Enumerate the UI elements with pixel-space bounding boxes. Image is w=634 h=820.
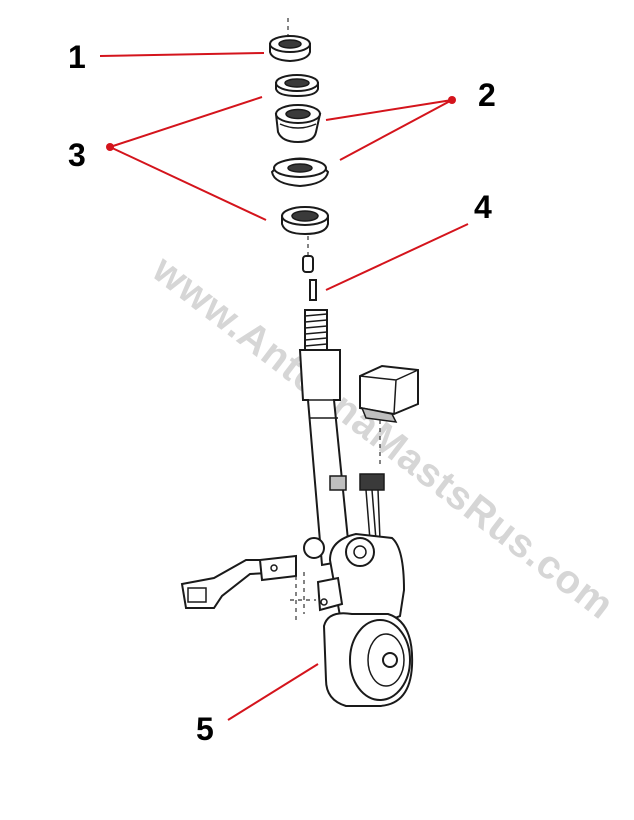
leader-3a <box>109 96 263 148</box>
leader-lines <box>99 52 469 721</box>
callout-4: 4 <box>474 189 492 225</box>
callout-3: 3 <box>68 137 86 173</box>
motor-gear-drum <box>322 612 414 707</box>
relay-box <box>359 364 419 423</box>
part-4-mast-tip <box>302 255 317 301</box>
leader-1 <box>99 52 265 57</box>
mast-threaded-section <box>304 309 328 353</box>
wire-plug <box>359 473 385 541</box>
callout-1: 1 <box>68 39 86 75</box>
part-2-conical-seat <box>270 157 330 188</box>
bracket-dash-lines <box>290 572 316 624</box>
leader-3b <box>109 146 267 221</box>
mounting-bracket <box>180 554 297 609</box>
callout-5: 5 <box>196 711 214 747</box>
leader-4 <box>325 223 469 291</box>
callout-2: 2 <box>478 77 496 113</box>
leader-2a <box>325 99 453 121</box>
part-1-nut <box>269 35 311 63</box>
motor-body <box>303 532 406 622</box>
leader-5 <box>227 663 319 721</box>
part-3-washer-upper <box>275 74 319 98</box>
part-3-washer-lower <box>281 206 329 236</box>
part-2-bushing <box>274 104 322 144</box>
leader-2b <box>339 99 453 161</box>
